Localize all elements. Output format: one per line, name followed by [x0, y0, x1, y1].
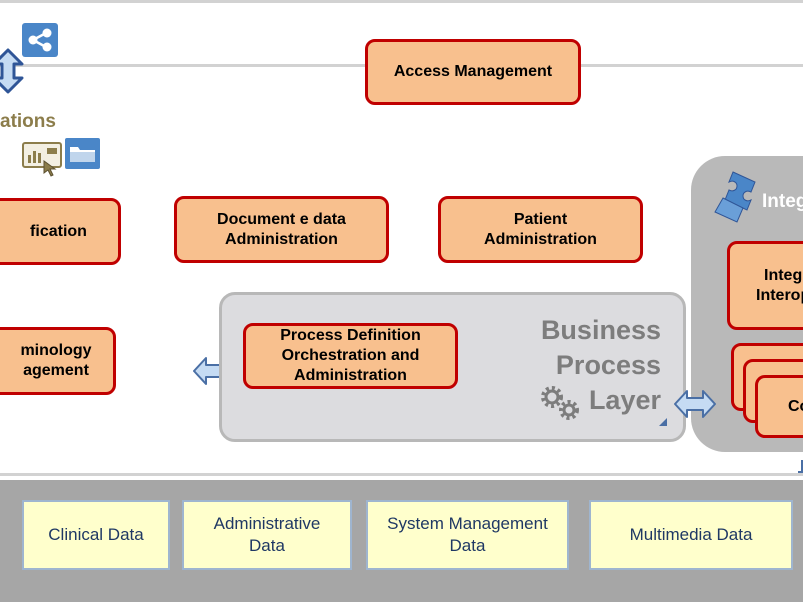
- stacked-box-front[interactable]: Co: [755, 375, 803, 438]
- multimedia-data-box[interactable]: Multimedia Data: [589, 500, 793, 570]
- system-management-data-box[interactable]: System Management Data: [366, 500, 569, 570]
- identification-label: fication: [30, 222, 87, 240]
- integration-interoperability-label: Integ Interop: [756, 266, 803, 304]
- resize-corner-icon: [659, 413, 667, 426]
- system-management-data-label: System Management Data: [387, 514, 548, 555]
- document-data-administration-label: Document e data Administration: [217, 210, 346, 248]
- integration-interoperability-box[interactable]: Integ Interop: [727, 241, 803, 330]
- patient-administration-label: Patient Administration: [484, 210, 597, 248]
- process-definition-label: Process Definition Orchestration and Adm…: [280, 327, 421, 384]
- terminology-management-label: minology agement: [20, 342, 92, 379]
- access-management-label: Access Management: [393, 63, 553, 80]
- patient-administration-box[interactable]: Patient Administration: [438, 196, 643, 263]
- double-arrow-icon-right: [673, 388, 717, 420]
- clinical-data-box[interactable]: Clinical Data: [22, 500, 170, 570]
- puzzle-icon: [709, 170, 757, 224]
- data-layer-footer: Clinical Data Administrative Data System…: [0, 480, 803, 602]
- folder-icon: [65, 138, 100, 169]
- process-definition-box[interactable]: Process Definition Orchestration and Adm…: [243, 323, 458, 389]
- multimedia-data-label: Multimedia Data: [629, 525, 753, 544]
- vertical-double-arrow-icon: [0, 48, 26, 94]
- identification-box[interactable]: fication: [0, 198, 121, 265]
- gears-icon: [538, 383, 584, 423]
- top-border-line: [0, 0, 803, 3]
- administrative-data-box[interactable]: Administrative Data: [182, 500, 352, 570]
- terminology-management-box[interactable]: minology agement: [0, 327, 116, 395]
- stacked-box-front-label: Co: [788, 397, 803, 415]
- applications-label: ations: [0, 111, 56, 132]
- dashboard-touch-icon: [22, 141, 62, 177]
- document-data-administration-box[interactable]: Document e data Administration: [174, 196, 389, 263]
- administrative-data-label: Administrative Data: [213, 514, 321, 555]
- integration-title: Integ: [762, 191, 803, 212]
- access-management-box[interactable]: Access Management: [365, 39, 581, 105]
- down-arrow-hint-icon: [796, 460, 803, 476]
- lower-separator-line: [0, 473, 803, 476]
- share-icon: [22, 23, 58, 57]
- clinical-data-label: Clinical Data: [48, 525, 144, 544]
- business-process-layer-title: Business Process Layer: [540, 315, 661, 415]
